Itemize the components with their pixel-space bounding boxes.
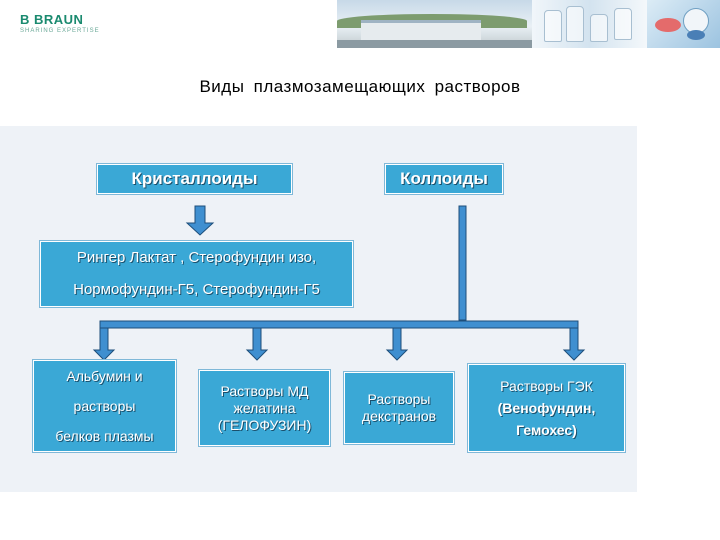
- branch-bar: [99, 320, 579, 329]
- dextran-box: Растворы декстранов: [344, 372, 454, 444]
- crystalloid-examples-line-2: Нормофундин-Г5, Стерофундин-Г5: [73, 281, 320, 298]
- page-title: Виды плазмозамещающих растворов: [199, 77, 521, 96]
- crystalloids-label: Кристаллоиды: [131, 169, 258, 188]
- b-braun-logo: B BRAUN SHARING EXPERTISE: [20, 12, 100, 34]
- header-photo-banner: [337, 0, 720, 48]
- arrow-to-albumin: [92, 327, 116, 361]
- crystalloids-box: Кристаллоиды: [97, 164, 292, 194]
- logo-tagline: SHARING EXPERTISE: [20, 28, 100, 34]
- gelatin-box: Растворы МД желатина (ГЕЛОФУЗИН): [199, 370, 330, 446]
- hes-box: Растворы ГЭК (Венофундин, Гемохес): [468, 364, 625, 452]
- logo-brand-text: B BRAUN: [20, 12, 84, 27]
- dextran-line-1: Растворы: [367, 391, 431, 407]
- hes-line-3: Гемохес): [516, 422, 577, 438]
- colloids-trunk: [458, 205, 467, 321]
- arrow-crystalloids-down: [185, 205, 215, 236]
- hes-line-1: Растворы ГЭК: [500, 378, 593, 394]
- arrow-to-hes: [562, 327, 586, 361]
- colloids-label: Коллоиды: [400, 169, 488, 188]
- arrow-to-dextran: [385, 327, 409, 361]
- dextran-line-2: декстранов: [361, 408, 437, 424]
- gelatin-line-1: Растворы МД: [220, 382, 309, 399]
- gelatin-line-2: желатина: [233, 399, 296, 416]
- hes-line-2: (Венофундин,: [497, 400, 596, 416]
- albumin-line-2: растворы: [73, 398, 136, 414]
- crystalloid-examples-line-1: Рингер Лактат , Стерофундин изо,: [76, 249, 317, 266]
- albumin-box: Альбумин и растворы белков плазмы: [33, 360, 176, 452]
- gelatin-line-3: (ГЕЛОФУЗИН): [217, 416, 312, 433]
- crystalloid-examples-box: Рингер Лактат , Стерофундин изо, Нормофу…: [40, 241, 353, 307]
- albumin-line-3: белков плазмы: [55, 428, 154, 444]
- albumin-line-1: Альбумин и: [66, 368, 143, 384]
- colloids-box: Коллоиды: [385, 164, 503, 194]
- arrow-to-gelatin: [245, 327, 269, 361]
